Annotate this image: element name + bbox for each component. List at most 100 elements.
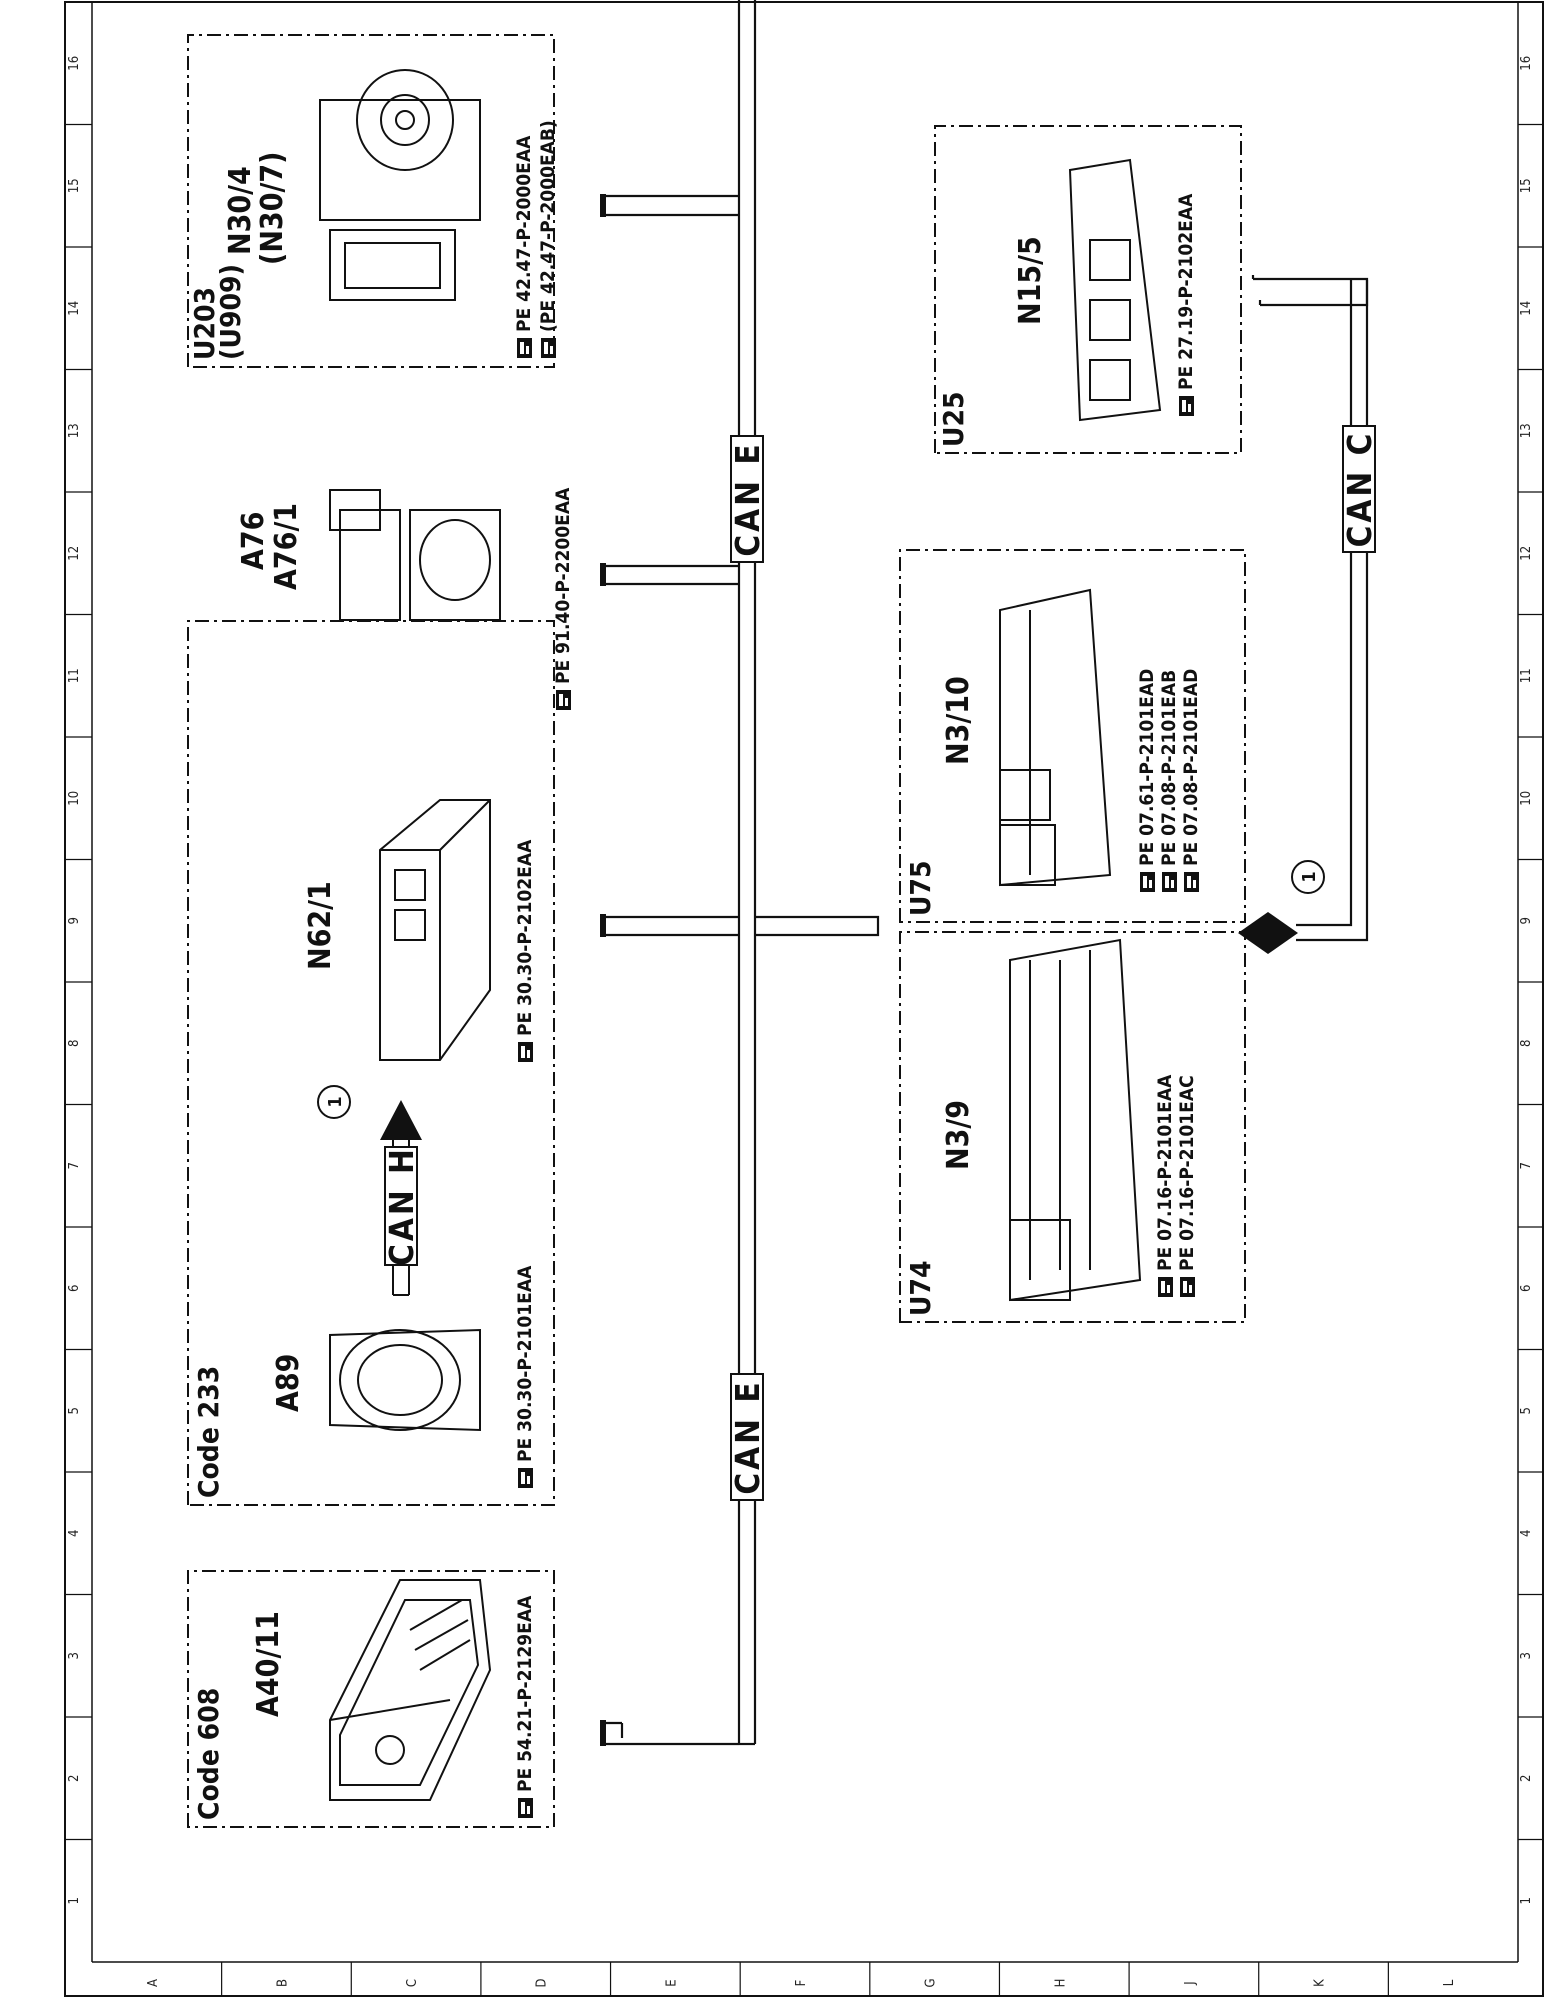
- can-e-lower-text: CAN E: [728, 1379, 767, 1494]
- ruler-number: 2: [1519, 1775, 1534, 1782]
- ruler-number: 16: [1519, 56, 1534, 71]
- can-h-line: CAN H 1: [317, 1085, 422, 1296]
- ruler-number: 15: [1519, 178, 1534, 193]
- ruler-number: 9: [1519, 917, 1534, 924]
- u203-label: U203: [188, 287, 221, 360]
- u74-label: U74: [904, 1260, 937, 1316]
- ruler-number: 9: [67, 917, 82, 924]
- ruler-number: 11: [1519, 668, 1534, 683]
- n3-9-ref-1: PE 07.16-P-2101EAA: [1154, 1074, 1176, 1271]
- a89-sensor-image: [329, 1328, 481, 1432]
- circle-marker-1: 1: [325, 1096, 346, 1107]
- ruler-number: 2: [67, 1775, 82, 1782]
- n3-9-label: N3/9: [941, 1100, 976, 1170]
- pointing-hand-icon: [1184, 872, 1199, 892]
- ruler-letter: F: [794, 1979, 809, 1986]
- pointing-hand-icon: [1162, 872, 1177, 892]
- a40-11-label: A40/11: [251, 1611, 286, 1717]
- a76-1-label: A76/1: [269, 503, 304, 590]
- pointing-hand-icon: [517, 338, 532, 358]
- ruler-letter: J: [1183, 1981, 1198, 1985]
- ruler-number: 14: [1519, 301, 1534, 316]
- n30-4-ref-1: PE 42.47-P-2000EAA: [513, 135, 535, 332]
- n62-1-module-image: [379, 799, 491, 1061]
- code-233-label: Code 233: [192, 1366, 225, 1498]
- ruler-number: 10: [1519, 791, 1534, 806]
- n3-10-ref-1: PE 07.61-P-2101EAD: [1136, 669, 1158, 866]
- a76-actuator-image: [329, 489, 501, 621]
- ruler-letter: L: [1442, 1979, 1457, 1986]
- n15-5-module-image: [1068, 158, 1162, 422]
- ruler-number: 5: [67, 1407, 82, 1414]
- n15-5-label: N15/5: [1013, 236, 1048, 325]
- ruler-number: 4: [1519, 1530, 1534, 1537]
- ruler-number: 4: [67, 1530, 82, 1537]
- ruler-number: 6: [67, 1285, 82, 1292]
- can-e-label-lower: CAN E: [728, 1373, 767, 1501]
- ruler-number: 13: [1519, 423, 1534, 438]
- component-a76: A76 A76/1 PE 91.40-P-2200EAA: [236, 487, 574, 710]
- pointing-hand-icon: [1140, 872, 1155, 892]
- can-h-text: CAN H: [382, 1146, 421, 1266]
- group-u25: U25 N15/5 PE 27.19-P-2102EAA: [934, 125, 1242, 454]
- circle-marker-1b-group: 1: [1291, 860, 1325, 894]
- ruler-letter: B: [275, 1979, 290, 1987]
- ruler-number: 10: [67, 791, 82, 806]
- page-frame: [64, 1, 1544, 1997]
- arrow-head-icon: [1238, 912, 1268, 954]
- n62-1-ref: PE 30.30-P-2102EAA: [514, 839, 536, 1036]
- ruler-letter: A: [146, 1979, 161, 1987]
- u909-label: (U909): [214, 264, 247, 360]
- ruler-number: 14: [67, 301, 82, 316]
- can-e-label-upper: CAN E: [728, 435, 767, 563]
- ruler-letter: K: [1313, 1979, 1328, 1987]
- ruler-number: 16: [67, 56, 82, 71]
- ruler-number: 12: [67, 546, 82, 561]
- ruler-number: 15: [67, 178, 82, 193]
- n62-1-label: N62/1: [303, 881, 338, 970]
- a89-label: A89: [271, 1354, 306, 1412]
- pointing-hand-icon: [518, 1468, 533, 1488]
- n3-10-label: N3/10: [941, 676, 976, 765]
- ruler-number: 5: [1519, 1407, 1534, 1414]
- can-c-bus: [1251, 275, 1369, 942]
- diagram-content: CAN E CAN E Code 608 A40/11 PE 54.21-P-2…: [187, 0, 1379, 1828]
- n3-10-ref-3: PE 07.08-P-2101EAD: [1180, 669, 1202, 866]
- ruler-number: 1: [1519, 1897, 1534, 1904]
- ruler-number: 3: [1519, 1652, 1534, 1659]
- ruler-number: 13: [67, 423, 82, 438]
- ruler-number: 11: [67, 668, 82, 683]
- u75-label: U75: [904, 860, 937, 916]
- ruler-number: 8: [1519, 1040, 1534, 1047]
- a89-ref: PE 30.30-P-2101EAA: [514, 1265, 536, 1462]
- n30-4-label: N30/4: [223, 166, 258, 255]
- ruler-letter: E: [664, 1979, 679, 1986]
- a76-ref: PE 91.40-P-2200EAA: [552, 487, 574, 684]
- arrow-up-icon: [1268, 912, 1298, 954]
- a40-11-ref: PE 54.21-P-2129EAA: [514, 1595, 536, 1792]
- code-608-label: Code 608: [192, 1688, 225, 1820]
- pointing-hand-icon: [556, 690, 571, 710]
- pointing-hand-icon: [1180, 1277, 1195, 1297]
- n15-5-ref: PE 27.19-P-2102EAA: [1175, 193, 1197, 390]
- ruler-number: 12: [1519, 546, 1534, 561]
- group-u74-u75: U74 U75 N3/9 PE 07.16-P-2101EAA PE 07.16…: [899, 549, 1246, 1323]
- ruler-ticks: [65, 123, 1543, 1996]
- group-code-608: Code 608 A40/11 PE 54.21-P-2129EAA: [187, 1570, 555, 1828]
- pointing-hand-icon: [518, 1798, 533, 1818]
- group-code-233: Code 233 A89 PE 30.30-P-2101EAA CAN H 1 …: [187, 620, 555, 1506]
- ruler-number: 6: [1519, 1285, 1534, 1292]
- ruler-number: 7: [1519, 1162, 1534, 1169]
- n3-9-ref-2: PE 07.16-P-2101EAC: [1176, 1075, 1198, 1271]
- n30-4-ref-2: (PE 42.47-P-2000EAB): [537, 120, 559, 332]
- pointing-hand-icon: [541, 338, 556, 358]
- n3-9-ecu-image: [1009, 938, 1142, 1302]
- n30-4-abs-unit-image: [319, 69, 481, 301]
- ruler-number: 3: [67, 1652, 82, 1659]
- n30-7-alt-label: (N30/7): [255, 152, 290, 265]
- arrow-right-icon: [380, 1100, 422, 1140]
- u25-label: U25: [937, 391, 970, 447]
- ruler-number: 8: [67, 1040, 82, 1047]
